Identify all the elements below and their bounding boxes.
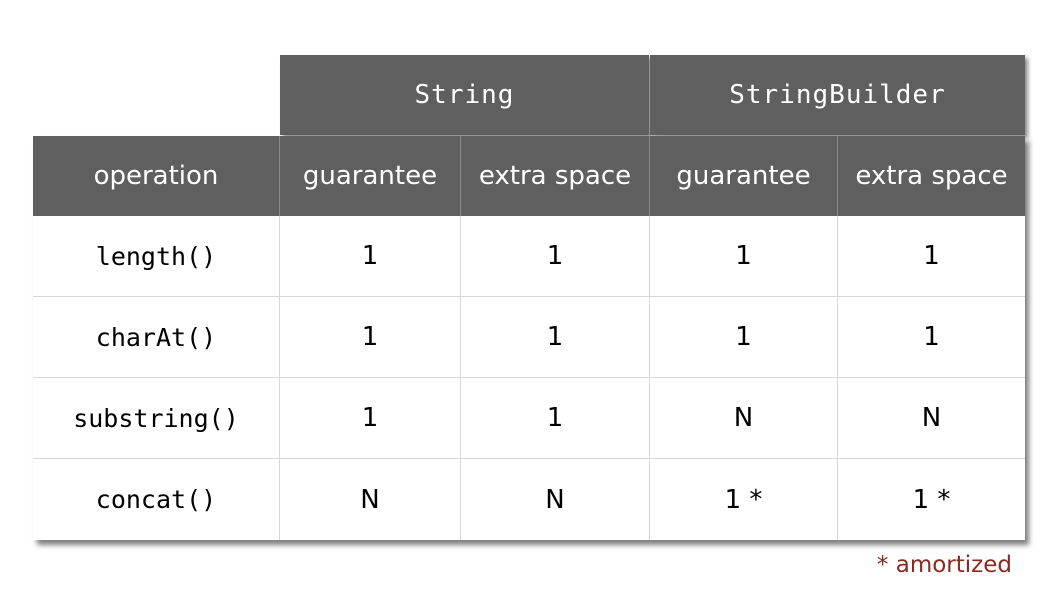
table-cell: 1: [280, 216, 461, 296]
table-cell: 1 *: [650, 459, 838, 540]
table-cell: 1: [650, 216, 838, 296]
group-title-string: String: [414, 80, 515, 110]
group-header-stringbuilder: StringBuilder: [650, 55, 1025, 135]
group-header-string: String: [280, 55, 649, 135]
operation-cell: charAt(): [33, 297, 280, 377]
column-header-string-extra-space: extra space: [461, 136, 650, 216]
table-row: charAt() 1 1 1 1: [33, 297, 1025, 378]
operation-cell: length(): [33, 216, 280, 296]
complexity-table: operation guarantee extra space guarante…: [33, 136, 1025, 540]
table-cell: N: [650, 378, 838, 458]
group-title-stringbuilder: StringBuilder: [729, 80, 946, 110]
table-cell: 1: [923, 322, 940, 352]
column-header-stringbuilder-extra-space: extra space: [855, 161, 1008, 191]
table-row: concat() N N 1 * 1 *: [33, 459, 1025, 540]
table-cell: 1: [461, 297, 650, 377]
column-header-row: operation guarantee extra space guarante…: [33, 136, 1025, 216]
table-cell: N: [461, 459, 650, 540]
table-cell: 1: [650, 297, 838, 377]
amortized-footnote: * amortized: [876, 552, 1012, 578]
column-header-operation: operation: [33, 136, 280, 216]
table-cell: 1: [280, 297, 461, 377]
table-cell: N: [280, 459, 461, 540]
column-header-string-guarantee: guarantee: [280, 136, 461, 216]
table-row: substring() 1 1 N N: [33, 378, 1025, 459]
table-cell: 1: [461, 216, 650, 296]
table-row: length() 1 1 1 1: [33, 216, 1025, 297]
table-cell: 1 *: [912, 484, 951, 515]
table-cell: 1: [923, 241, 940, 271]
table-cell: N: [921, 403, 942, 433]
table-cell: 1: [461, 378, 650, 458]
column-header-stringbuilder-guarantee: guarantee: [650, 136, 838, 216]
operation-cell: substring(): [33, 378, 280, 458]
table-cell: 1: [280, 378, 461, 458]
operation-cell: concat(): [33, 459, 280, 540]
